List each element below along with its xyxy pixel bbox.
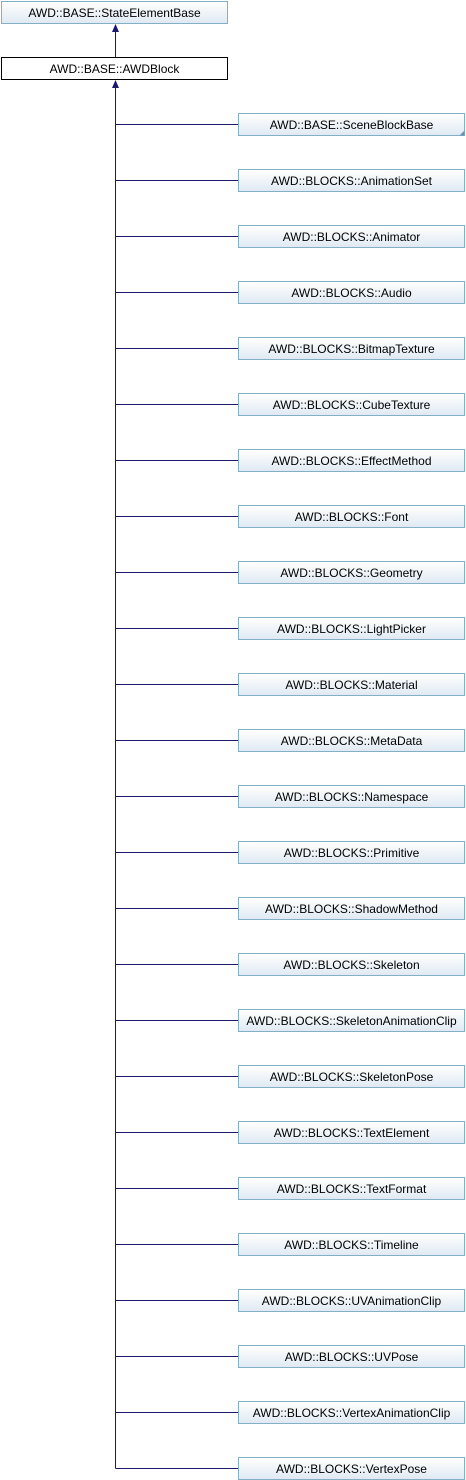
derived-class-node[interactable]: AWD::BLOCKS::LightPicker xyxy=(115,617,465,640)
derived-class-node[interactable]: AWD::BLOCKS::VertexPose xyxy=(115,1457,465,1480)
derived-class-node[interactable]: AWD::BLOCKS::CubeTexture xyxy=(115,393,465,416)
derived-class-box xyxy=(238,1121,465,1144)
edge-to-base xyxy=(112,24,119,57)
derived-class-label: AWD::BASE::SceneBlockBase xyxy=(270,118,434,132)
derived-class-node[interactable]: AWD::BLOCKS::Skeleton xyxy=(115,953,465,976)
derived-class-box xyxy=(238,1401,465,1424)
derived-class-label: AWD::BLOCKS::TextElement xyxy=(274,1126,430,1140)
base-class-label: AWD::BASE::StateElementBase xyxy=(28,6,201,20)
derived-class-box xyxy=(238,393,465,416)
derived-class-box xyxy=(238,1233,465,1256)
derived-class-label: AWD::BLOCKS::BitmapTexture xyxy=(268,342,435,356)
derived-class-box xyxy=(238,113,465,136)
derived-class-box xyxy=(238,337,465,360)
derived-class-node[interactable]: AWD::BLOCKS::Primitive xyxy=(115,841,465,864)
derived-class-node[interactable]: AWD::BLOCKS::VertexAnimationClip xyxy=(115,1401,465,1424)
derived-class-label: AWD::BLOCKS::TextFormat xyxy=(277,1182,427,1196)
derived-classes: AWD::BASE::SceneBlockBaseAWD::BLOCKS::An… xyxy=(115,113,465,1480)
derived-class-node[interactable]: AWD::BLOCKS::TextElement xyxy=(115,1121,465,1144)
edge-trunk xyxy=(112,80,119,1469)
base-class-node[interactable]: AWD::BASE::StateElementBase xyxy=(1,1,228,24)
derived-class-box xyxy=(238,729,465,752)
current-class-label: AWD::BASE::AWDBlock xyxy=(50,62,181,76)
derived-class-node[interactable]: AWD::BLOCKS::AnimationSet xyxy=(115,169,465,192)
derived-class-node[interactable]: AWD::BASE::SceneBlockBase xyxy=(115,113,465,136)
derived-class-label: AWD::BLOCKS::SkeletonAnimationClip xyxy=(246,1014,457,1028)
derived-class-label: AWD::BLOCKS::VertexAnimationClip xyxy=(253,1406,451,1420)
derived-class-node[interactable]: AWD::BLOCKS::Font xyxy=(115,505,465,528)
derived-class-label: AWD::BLOCKS::Animator xyxy=(283,230,421,244)
derived-class-box xyxy=(238,897,465,920)
derived-class-box xyxy=(238,449,465,472)
derived-class-label: AWD::BLOCKS::Material xyxy=(285,678,417,692)
derived-class-label: AWD::BLOCKS::UVPose xyxy=(285,1350,419,1364)
derived-class-label: AWD::BLOCKS::MetaData xyxy=(281,734,423,748)
derived-class-label: AWD::BLOCKS::CubeTexture xyxy=(273,398,431,412)
derived-class-node[interactable]: AWD::BLOCKS::UVPose xyxy=(115,1345,465,1368)
derived-class-label: AWD::BLOCKS::ShadowMethod xyxy=(265,902,438,916)
derived-class-box xyxy=(238,1345,465,1368)
derived-class-box xyxy=(238,1065,465,1088)
derived-class-box xyxy=(238,505,465,528)
derived-class-label: AWD::BLOCKS::VertexPose xyxy=(276,1462,427,1476)
derived-class-node[interactable]: AWD::BLOCKS::ShadowMethod xyxy=(115,897,465,920)
derived-class-box xyxy=(238,953,465,976)
derived-class-box xyxy=(238,281,465,304)
derived-class-node[interactable]: AWD::BLOCKS::TextFormat xyxy=(115,1177,465,1200)
derived-class-label: AWD::BLOCKS::Geometry xyxy=(280,566,422,580)
derived-class-node[interactable]: AWD::BLOCKS::EffectMethod xyxy=(115,449,465,472)
derived-class-box xyxy=(238,225,465,248)
derived-class-label: AWD::BLOCKS::LightPicker xyxy=(277,622,426,636)
derived-class-node[interactable]: AWD::BLOCKS::Material xyxy=(115,673,465,696)
derived-class-label: AWD::BLOCKS::Skeleton xyxy=(283,958,419,972)
derived-class-box xyxy=(238,785,465,808)
derived-class-label: AWD::BLOCKS::Namespace xyxy=(275,790,429,804)
derived-class-node[interactable]: AWD::BLOCKS::BitmapTexture xyxy=(115,337,465,360)
derived-class-label: AWD::BLOCKS::Primitive xyxy=(284,846,420,860)
derived-class-node[interactable]: AWD::BLOCKS::SkeletonPose xyxy=(115,1065,465,1088)
derived-class-label: AWD::BLOCKS::SkeletonPose xyxy=(270,1070,434,1084)
derived-class-node[interactable]: AWD::BLOCKS::SkeletonAnimationClip xyxy=(115,1009,465,1032)
derived-class-box xyxy=(238,1289,465,1312)
derived-class-label: AWD::BLOCKS::Timeline xyxy=(284,1238,419,1252)
derived-class-label: AWD::BLOCKS::AnimationSet xyxy=(271,174,433,188)
derived-class-label: AWD::BLOCKS::Font xyxy=(295,510,409,524)
derived-class-label: AWD::BLOCKS::EffectMethod xyxy=(271,454,431,468)
derived-class-box xyxy=(238,617,465,640)
derived-class-node[interactable]: AWD::BLOCKS::UVAnimationClip xyxy=(115,1289,465,1312)
derived-class-box xyxy=(238,1009,465,1032)
derived-class-box xyxy=(238,561,465,584)
derived-class-node[interactable]: AWD::BLOCKS::Audio xyxy=(115,281,465,304)
derived-class-node[interactable]: AWD::BLOCKS::Timeline xyxy=(115,1233,465,1256)
current-class-node: AWD::BASE::AWDBlock xyxy=(1,57,228,80)
derived-class-box xyxy=(238,1177,465,1200)
derived-class-node[interactable]: AWD::BLOCKS::Geometry xyxy=(115,561,465,584)
derived-class-node[interactable]: AWD::BLOCKS::Namespace xyxy=(115,785,465,808)
derived-class-box xyxy=(238,841,465,864)
derived-class-node[interactable]: AWD::BLOCKS::MetaData xyxy=(115,729,465,752)
derived-class-box xyxy=(238,169,465,192)
derived-class-label: AWD::BLOCKS::UVAnimationClip xyxy=(262,1294,442,1308)
derived-class-label: AWD::BLOCKS::Audio xyxy=(291,286,412,300)
more-children-icon xyxy=(459,130,465,136)
derived-class-box xyxy=(238,673,465,696)
derived-class-node[interactable]: AWD::BLOCKS::Animator xyxy=(115,225,465,248)
